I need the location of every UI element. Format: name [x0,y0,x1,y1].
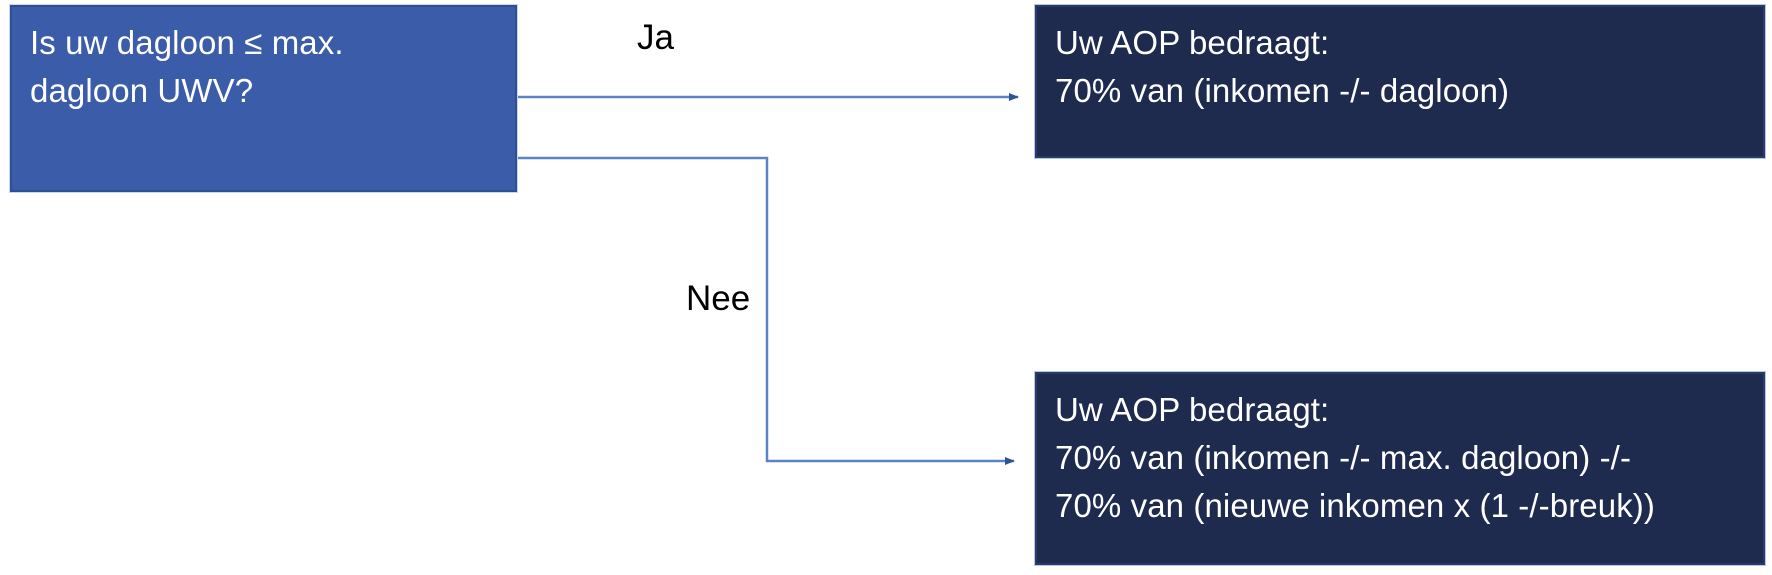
outcome-node-yes-label: Uw AOP bedraagt: 70% van (inkomen -/- da… [1055,24,1510,109]
outcome-node-no-label: Uw AOP bedraagt: 70% van (inkomen -/- ma… [1055,391,1655,524]
outcome-node-yes[interactable]: Uw AOP bedraagt: 70% van (inkomen -/- da… [1035,5,1765,158]
decision-node-label: Is uw dagloon ≤ max. dagloon UWV? [30,24,344,109]
edge-label-yes: Ja [637,18,674,57]
connector-no [517,156,1015,465]
edge-label-no: Nee [686,279,751,318]
decision-node-dagloon-check[interactable]: Is uw dagloon ≤ max. dagloon UWV? [10,5,517,192]
outcome-node-no[interactable]: Uw AOP bedraagt: 70% van (inkomen -/- ma… [1035,372,1765,565]
